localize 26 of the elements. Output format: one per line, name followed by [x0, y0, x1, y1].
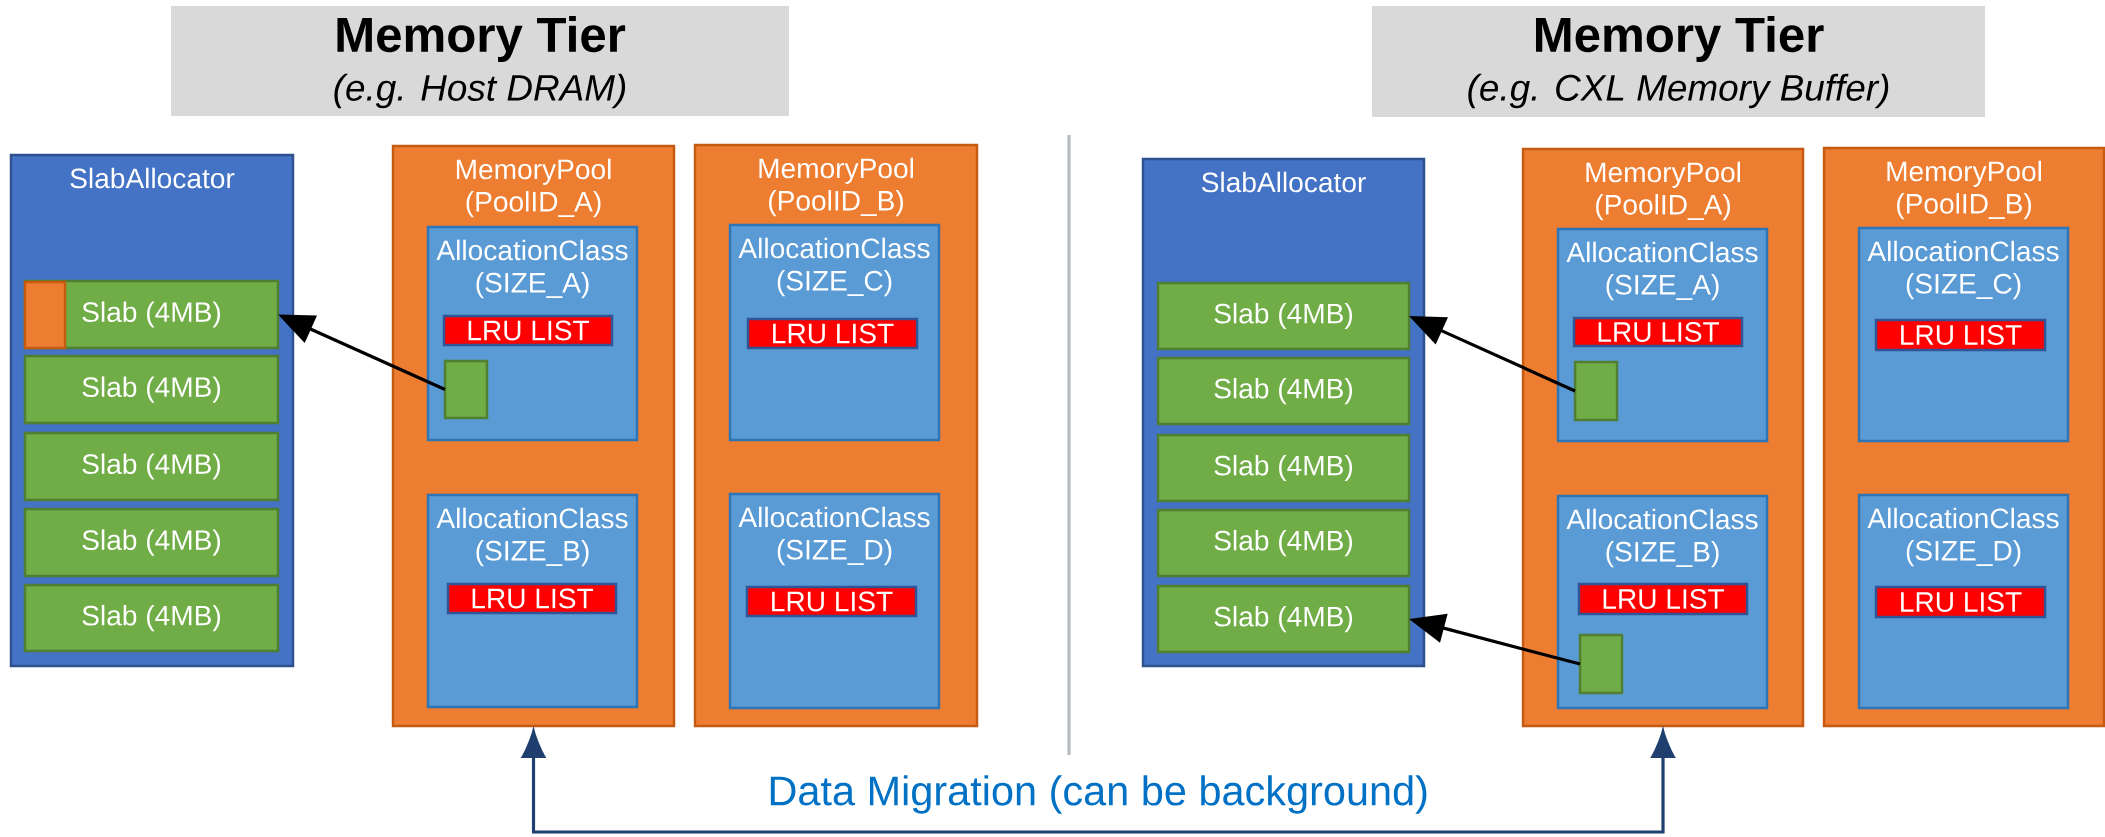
slab-box: Slab (4MB)	[1156, 281, 1411, 351]
lru-list-bar: LRU LIST	[745, 585, 918, 618]
slab-box: Slab (4MB)	[1156, 584, 1411, 654]
item-block	[1573, 360, 1619, 422]
lru-list-bar: LRU LIST	[1577, 582, 1749, 616]
lru-list-bar: LRU LIST	[442, 314, 614, 347]
arrow	[1409, 613, 1581, 666]
lru-list-bar: LRU LIST	[1874, 585, 2047, 619]
slab-box: Slab (4MB)	[1156, 356, 1411, 426]
lru-list-bar: LRU LIST	[446, 582, 618, 615]
item-block	[1578, 633, 1624, 695]
slab-box: Slab (4MB)	[1156, 508, 1411, 578]
tier-header: Memory Tier (e.g. CXL Memory Buffer)	[1372, 6, 1986, 117]
arrow	[1409, 316, 1576, 393]
item-block	[443, 359, 489, 420]
lru-list-bar: LRU LIST	[1874, 318, 2047, 352]
slab-box: Slab (4MB)	[23, 507, 280, 578]
arrow	[278, 314, 446, 391]
slab-box: Slab (4MB)	[23, 431, 280, 502]
lru-list-bar: LRU LIST	[746, 317, 919, 350]
slab-box: Slab (4MB)	[23, 583, 280, 653]
lru-list-bar: LRU LIST	[1572, 316, 1744, 348]
slab-box: Slab (4MB)	[1156, 433, 1411, 503]
slab-box: Slab (4MB)	[23, 354, 280, 425]
allocated-block	[23, 280, 67, 350]
tier-header: Memory Tier (e.g. Host DRAM)	[171, 6, 789, 116]
